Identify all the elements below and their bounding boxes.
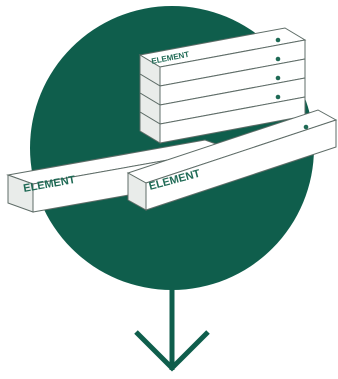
right-long-box: ELEMENT <box>126 109 338 211</box>
green-dot-icon <box>303 124 309 130</box>
box-stack: ELEMENT <box>138 27 307 144</box>
green-dot-icon <box>275 75 281 81</box>
green-dot-icon <box>275 37 281 43</box>
green-dot-icon <box>275 94 281 100</box>
stack-dot-labels <box>275 37 281 100</box>
green-dot-icon <box>275 56 281 62</box>
arrow-down-icon <box>134 288 210 372</box>
